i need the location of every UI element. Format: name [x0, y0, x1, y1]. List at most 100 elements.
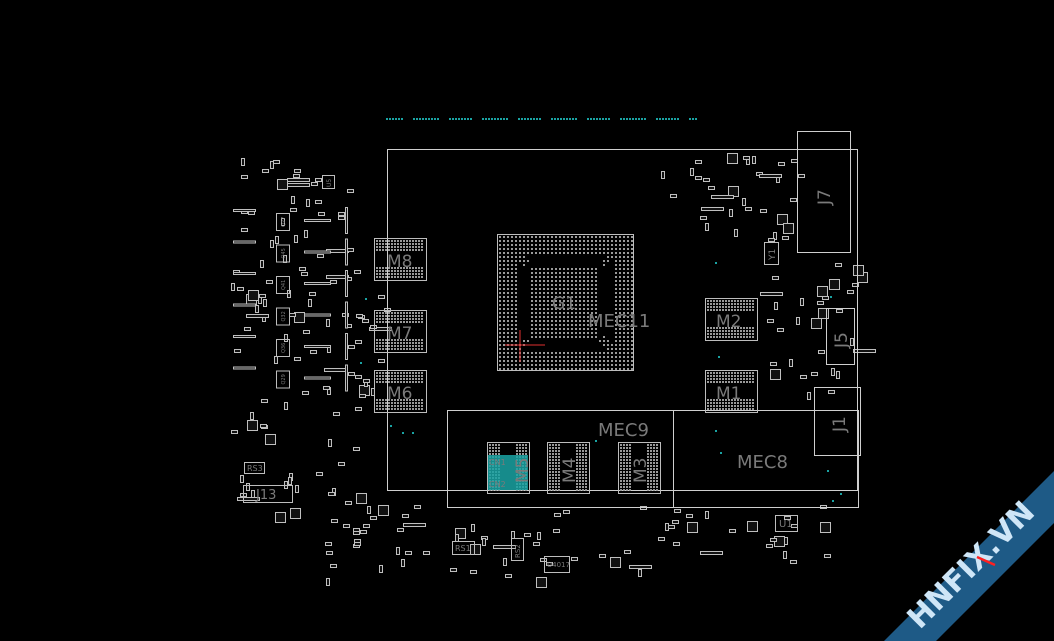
j13-connector[interactable]: [243, 485, 293, 503]
passive-part: [772, 276, 779, 280]
passive-part: [287, 183, 310, 187]
crosshair: [505, 330, 545, 362]
svg-text:Q27: Q27: [281, 217, 287, 227]
passive-part: [289, 313, 296, 317]
passive-part: [304, 230, 308, 238]
g1-gpu-chip[interactable]: [497, 234, 634, 371]
m1-memory-chip[interactable]: [705, 370, 758, 413]
passive-part: [853, 349, 876, 353]
passive-part: [355, 407, 362, 411]
rs1-resistor[interactable]: [452, 541, 475, 555]
passive-part: [629, 565, 652, 569]
passive-part: [624, 550, 631, 554]
passive-part: [275, 512, 286, 523]
passive-part: [695, 160, 702, 164]
passive-part: [356, 493, 367, 504]
m4-memory-chip[interactable]: [547, 442, 590, 494]
j7-connector[interactable]: [797, 131, 851, 253]
passive-part: [353, 447, 360, 451]
u1-chip[interactable]: [775, 515, 798, 532]
label-j1: J1: [830, 416, 850, 433]
u4017-chip[interactable]: [544, 556, 570, 573]
m7-memory-chip[interactable]: [374, 310, 427, 353]
label-u1: U1: [779, 519, 793, 530]
passive-part: [743, 156, 750, 160]
passive-part: [599, 554, 606, 558]
passive-part: [302, 391, 309, 395]
passive-part: [261, 399, 268, 403]
passive-part: [774, 302, 778, 310]
passive-part: [759, 174, 782, 178]
passive-part: [231, 430, 238, 434]
passive-part: [672, 520, 679, 524]
passive-part: [354, 542, 361, 546]
passive-part: [315, 200, 322, 204]
passive-part: [745, 207, 752, 211]
passive-part: [260, 260, 264, 268]
mec-shield-lower-outline: [447, 410, 859, 508]
passive-part: [533, 542, 540, 546]
watermark-banner: HNFIX.VN: [884, 471, 1054, 641]
passive-part: [244, 327, 251, 331]
passive-part: [281, 218, 285, 226]
label-y1: Y1: [768, 249, 778, 261]
m2-memory-chip[interactable]: [705, 298, 758, 341]
passive-part: [687, 522, 698, 533]
u5-chip[interactable]: [322, 175, 335, 189]
passive-part: [338, 462, 345, 466]
passive-part: [790, 560, 797, 564]
m6-memory-chip[interactable]: [374, 370, 427, 413]
passive-part: [277, 179, 288, 190]
passive-part: [367, 506, 371, 514]
m3-memory-chip[interactable]: [618, 442, 661, 494]
passive-part: [701, 207, 724, 211]
passive-part: [770, 538, 777, 542]
passive-part: [378, 295, 385, 299]
passive-part: [798, 174, 805, 178]
passive-part: [295, 485, 299, 493]
passive-part: [259, 294, 266, 298]
passive-part: [345, 501, 352, 505]
passive-part: [290, 208, 297, 212]
mosfet-q27[interactable]: Q27: [233, 207, 348, 234]
m8-memory-chip[interactable]: [374, 238, 427, 281]
svg-text:Q36: Q36: [281, 343, 287, 353]
passive-part: [370, 325, 377, 329]
passive-part: [378, 505, 389, 516]
mosfet-q45[interactable]: Q45: [233, 238, 348, 266]
passive-part: [537, 532, 541, 540]
mosfet-q41[interactable]: Q41: [233, 270, 348, 297]
passive-part: [294, 312, 305, 323]
passive-part: [284, 402, 288, 410]
passive-part: [240, 475, 244, 483]
passive-part: [747, 521, 758, 532]
label-rs2: RS2: [514, 544, 522, 558]
label-rs3: RS3: [247, 464, 263, 473]
passive-part: [401, 559, 405, 567]
mosfet-q32[interactable]: Q32: [233, 301, 348, 329]
passive-part: [311, 182, 318, 186]
passive-part: [752, 156, 756, 164]
passive-part: [766, 544, 773, 548]
passive-part: [348, 372, 355, 376]
passive-part: [553, 529, 560, 533]
j5-connector[interactable]: [826, 308, 855, 365]
passive-part: [711, 195, 734, 199]
rs2-resistor[interactable]: [511, 538, 524, 561]
label-m4: M4: [560, 458, 580, 483]
rs3-resistor[interactable]: [244, 462, 265, 474]
mosfet-q36[interactable]: Q36: [233, 333, 348, 360]
y1-crystal[interactable]: [764, 242, 779, 265]
label-cn2: CN2: [489, 480, 506, 489]
passive-part: [505, 574, 512, 578]
mosfet-q29[interactable]: Q29: [233, 364, 348, 392]
j1-connector[interactable]: [814, 387, 861, 456]
passive-part: [673, 542, 680, 546]
label-m7: M7: [387, 324, 412, 344]
passive-part: [835, 263, 842, 267]
passive-part: [470, 544, 481, 555]
passive-part: [791, 159, 798, 163]
cn-highlight[interactable]: [488, 455, 528, 490]
passive-part: [291, 196, 295, 204]
